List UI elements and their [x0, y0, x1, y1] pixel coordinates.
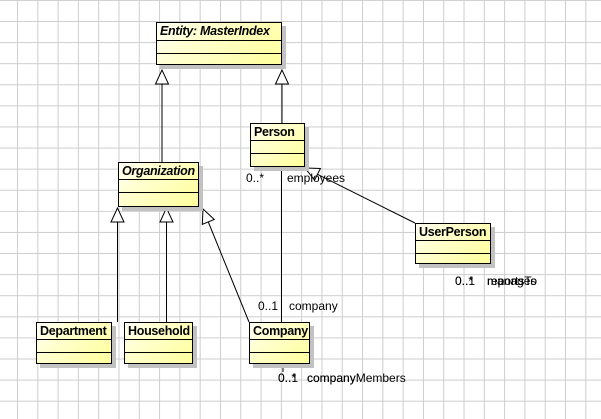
generalization-arrowhead-icon: [154, 68, 170, 85]
class-department[interactable]: Department: [36, 322, 112, 364]
attributes-compartment: [125, 340, 192, 353]
operations-compartment: [157, 54, 281, 64]
operations-compartment: [251, 154, 304, 166]
class-userperson[interactable]: UserPerson: [415, 223, 491, 264]
attributes-compartment: [251, 141, 304, 154]
class-entity-masterindex[interactable]: Entity: MasterIndex: [156, 22, 282, 65]
class-title: Entity: MasterIndex: [157, 23, 281, 41]
operations-compartment: [416, 254, 490, 263]
generalization-arrowhead-icon: [110, 206, 125, 223]
attributes-compartment: [157, 41, 281, 54]
operations-compartment: [125, 353, 192, 363]
class-title: UserPerson: [416, 224, 490, 241]
class-company[interactable]: Company: [249, 322, 310, 364]
class-title: Company: [250, 323, 309, 340]
multiplicity-label-employees[interactable]: 0..*: [246, 171, 265, 185]
multiplicity-label-manages[interactable]: 0..1: [455, 274, 476, 288]
class-title: Organization: [119, 163, 198, 180]
generalization-arrowhead-icon: [159, 206, 174, 223]
attributes-compartment: [37, 340, 111, 353]
multiplicity-label-companymembers[interactable]: 0..*: [278, 371, 297, 385]
class-person[interactable]: Person: [250, 123, 305, 167]
operations-compartment: [119, 193, 198, 206]
attributes-compartment: [250, 340, 309, 353]
role-label-company[interactable]: company: [289, 299, 338, 313]
class-title: Household: [125, 323, 192, 340]
attributes-compartment: [416, 241, 490, 254]
generalization-arrowhead-icon: [201, 207, 216, 226]
role-label-companymembers[interactable]: companyMembers: [307, 371, 406, 385]
generalization-company-organization-line[interactable]: [207, 221, 250, 323]
class-household[interactable]: Household: [124, 322, 193, 364]
attributes-compartment: [119, 180, 198, 193]
generalization-arrowhead-icon: [274, 68, 290, 85]
operations-compartment: [250, 353, 309, 363]
class-title: Department: [37, 323, 111, 340]
operations-compartment: [37, 353, 111, 363]
multiplicity-label-reportsto[interactable]: 0..*: [455, 274, 474, 288]
role-label-employees[interactable]: employees: [287, 171, 346, 185]
role-label-manages[interactable]: manages: [487, 274, 537, 288]
role-label-company2[interactable]: company: [307, 371, 356, 385]
class-organization[interactable]: Organization: [118, 162, 199, 207]
multiplicity-label-company2[interactable]: 0..1: [278, 371, 299, 385]
class-title: Person: [251, 124, 304, 141]
multiplicity-label-company[interactable]: 0..1: [258, 299, 279, 313]
role-label-reportsto[interactable]: reportsTo: [487, 274, 538, 288]
